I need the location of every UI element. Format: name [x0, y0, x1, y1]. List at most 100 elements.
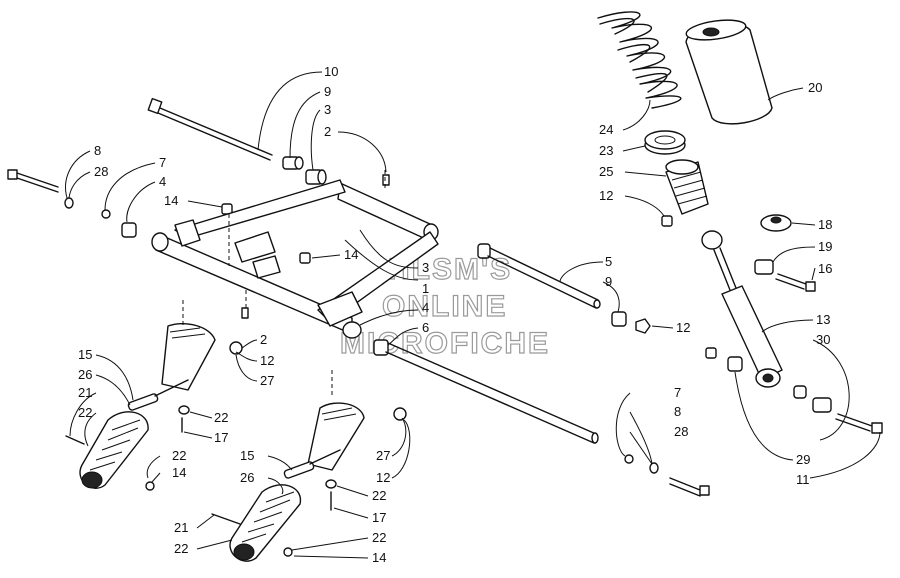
- callout-7: 7: [159, 155, 166, 170]
- watermark-line-3: MICROFICHE: [340, 327, 550, 360]
- nut-12-right-arm: [393, 407, 407, 421]
- callout-17: 17: [214, 430, 228, 445]
- callout-10: 10: [324, 64, 338, 79]
- callout-labels: 1093282874141431465912242325121819162013…: [78, 64, 832, 565]
- bushing-shock-29: [727, 356, 743, 372]
- callout-8: 8: [94, 143, 101, 158]
- nut-12-shock-top: [661, 215, 673, 227]
- nut-14-right: [283, 547, 293, 557]
- bolt-16: [775, 273, 816, 292]
- callout-4: 4: [159, 174, 166, 189]
- callout-28: 28: [94, 164, 108, 179]
- idler-arm-right: [307, 402, 365, 471]
- callout-14: 14: [164, 193, 178, 208]
- callout-22: 22: [172, 448, 186, 463]
- threaded-collar-25: [665, 159, 709, 215]
- bolt-11: [835, 413, 883, 434]
- callout-6: 6: [422, 320, 429, 335]
- callout-22: 22: [372, 530, 386, 545]
- washer-28-right: [649, 462, 659, 474]
- idler-arm-left: [161, 322, 216, 391]
- swing-arm-frame: [151, 179, 439, 339]
- callout-22: 22: [214, 410, 228, 425]
- wheel-arm-26-right: [229, 484, 302, 562]
- nut-12-shock-mid: [705, 347, 717, 359]
- wheel-arm-26-left: [79, 411, 149, 489]
- callout-24: 24: [599, 122, 613, 137]
- dust-boot-20: [685, 19, 773, 125]
- bolt-15-left: [127, 379, 189, 411]
- callout-13: 13: [816, 312, 830, 327]
- bushing-3-top: [305, 169, 327, 185]
- bushing-9-top: [282, 156, 304, 170]
- callout-8: 8: [674, 404, 681, 419]
- callout-26: 26: [78, 367, 92, 382]
- callout-28: 28: [674, 424, 688, 439]
- callout-15: 15: [240, 448, 254, 463]
- cup-washer-18: [760, 214, 792, 232]
- callout-18: 18: [818, 217, 832, 232]
- washer-22-right-a: [325, 479, 337, 489]
- callout-19: 19: [818, 239, 832, 254]
- adjuster-nut-23: [644, 130, 686, 155]
- nut-14-center: [299, 252, 311, 264]
- callout-22: 22: [372, 488, 386, 503]
- spacer-19: [754, 259, 774, 275]
- callout-1: 1: [422, 281, 429, 296]
- bolt-21-left: [65, 435, 85, 445]
- callout-2: 2: [324, 124, 331, 139]
- callout-14: 14: [372, 550, 386, 565]
- grease-fitting-2-top: [382, 174, 390, 186]
- callout-23: 23: [599, 143, 613, 158]
- watermark-line-2: ONLINE: [382, 290, 507, 323]
- shaft-5: [477, 243, 601, 309]
- callout-3: 3: [324, 102, 331, 117]
- shock-absorber-13: [701, 230, 783, 388]
- callout-5: 5: [605, 254, 612, 269]
- watermark: HLSM'S ONLINE MICROFICHE: [339, 252, 550, 360]
- bushing-9-right: [611, 311, 627, 327]
- callout-29: 29: [796, 452, 810, 467]
- callout-27: 27: [376, 448, 390, 463]
- coil-spring-24: [597, 11, 682, 109]
- callout-27: 27: [260, 373, 274, 388]
- callout-12: 12: [599, 188, 613, 203]
- callout-4: 4: [422, 300, 429, 315]
- callout-12: 12: [376, 470, 390, 485]
- callout-26: 26: [240, 470, 254, 485]
- callout-22: 22: [174, 541, 188, 556]
- washer-7-left: [101, 209, 111, 219]
- washer-7-right: [624, 454, 634, 464]
- callout-17: 17: [372, 510, 386, 525]
- callout-25: 25: [599, 164, 613, 179]
- callout-30: 30: [816, 332, 830, 347]
- nut-12-right: [635, 318, 651, 334]
- callout-21: 21: [78, 385, 92, 400]
- callout-15: 15: [78, 347, 92, 362]
- callout-9: 9: [324, 84, 331, 99]
- callout-16: 16: [818, 261, 832, 276]
- callout-12: 12: [260, 353, 274, 368]
- callout-11: 11: [796, 472, 810, 487]
- callout-7: 7: [674, 385, 681, 400]
- bolt-8-left: [7, 169, 59, 193]
- bushing-4-left: [121, 222, 137, 238]
- washer-22-left-a: [178, 405, 190, 415]
- callout-20: 20: [808, 80, 822, 95]
- leader-lines: [65, 71, 881, 559]
- callout-14: 14: [172, 465, 186, 480]
- callout-3: 3: [422, 260, 429, 275]
- washer-28-left: [64, 197, 74, 209]
- callout-2: 2: [260, 332, 267, 347]
- grease-fitting-2-mid: [241, 307, 249, 319]
- bushing-30: [793, 385, 807, 399]
- callout-12: 12: [676, 320, 690, 335]
- bolt-21-right: [211, 513, 241, 525]
- bolt-8-right: [669, 477, 710, 497]
- nut-14-left: [145, 481, 155, 491]
- long-bolt-top: [147, 97, 273, 161]
- spacer-11: [812, 397, 832, 413]
- callout-14: 14: [344, 247, 358, 262]
